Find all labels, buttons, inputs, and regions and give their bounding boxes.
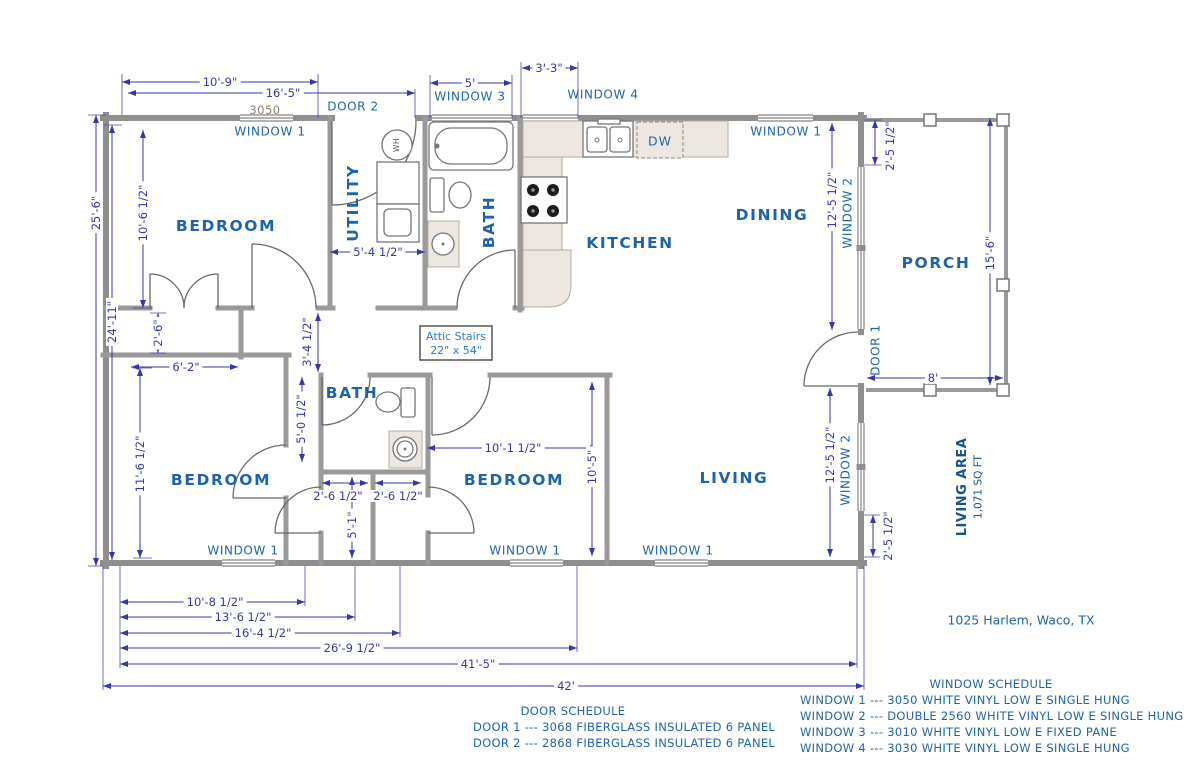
room-label-bedroom-1: BEDROOM (175, 216, 277, 235)
door-schedule-title: DOOR SCHEDULE (520, 703, 626, 718)
window-schedule-title: WINDOW SCHEDULE (929, 676, 1053, 691)
window-schedule-row: WINDOW 1 --- 3050 WHITE VINYL LOW E SING… (800, 692, 1130, 707)
window1-label-bottom-2: WINDOW 1 (489, 543, 561, 558)
dim-6-2: 6'-2" (169, 361, 203, 373)
dim-5-4-half: 5'-4 1/2" (350, 246, 406, 258)
dim-5ft: 5' (461, 77, 479, 89)
door1-label: DOOR 1 (868, 324, 883, 376)
room-label-bedroom-3: BEDROOM (463, 470, 565, 489)
dim-25-6: 25'-6" (89, 192, 103, 234)
dim-2-6-half-left: 2'-6 1/2" (310, 490, 366, 502)
window2-label-upper: WINDOW 2 (840, 177, 855, 249)
window3-label: WINDOW 3 (434, 89, 506, 104)
dim-10-6-half: 10'-6 1/2" (136, 181, 150, 245)
dim-26-9-half: 26'-9 1/2" (320, 642, 384, 654)
dim-16-4-half: 16'-4 1/2" (231, 627, 295, 639)
dishwasher-outline (636, 121, 684, 159)
dim-3-4-half: 3'-4 1/2" (299, 317, 314, 367)
windows (222, 114, 866, 567)
dim-42: 42' (554, 680, 578, 692)
room-label-bath-2: BATH (325, 383, 379, 402)
window-schedule-row: WINDOW 3 --- 3010 WHITE VINYL LOW E FIXE… (800, 724, 1117, 739)
dim-3-3: 3'-3" (532, 62, 566, 74)
dim-2-6: 2'-6" (151, 316, 165, 350)
living-area-value: 1,071 SQ FT (972, 455, 985, 519)
dim-10-9: 10'-9" (199, 76, 241, 88)
water-heater-label: WH (392, 137, 402, 153)
dim-5-0-half: 5'-0 1/2" (294, 391, 308, 447)
window-schedule-row: WINDOW 4 --- 3030 WHITE VINYL LOW E SING… (800, 740, 1130, 755)
room-label-bedroom-2: BEDROOM (170, 470, 272, 489)
window-schedule-row: WINDOW 2 --- DOUBLE 2560 WHITE VINYL LOW… (800, 708, 1184, 723)
attic-stairs-line2: 22" x 54" (430, 344, 482, 358)
dim-15-6: 15'-6" (983, 232, 997, 274)
dim-10-1-half: 10'-1 1/2" (481, 442, 545, 454)
dim-10-5: 10'-5" (585, 446, 599, 488)
room-label-kitchen: KITCHEN (586, 233, 674, 252)
window2-label-lower: WINDOW 2 (838, 434, 853, 506)
door-swings (149, 120, 859, 534)
dim-41-5: 41'-5" (457, 658, 499, 670)
fixture-dots (403, 143, 445, 451)
room-label-utility: UTILITY (343, 164, 362, 242)
window1-label-bottom-3: WINDOW 1 (642, 543, 714, 558)
room-label-bath-1: BATH (479, 195, 498, 249)
window1-label-top-right: WINDOW 1 (750, 124, 822, 139)
dim-13-6-half: 13'-6 1/2" (211, 611, 275, 623)
bath-fixtures (375, 121, 514, 462)
room-label-living: LIVING (699, 468, 769, 487)
dim-5-1: 5'-1" (345, 508, 359, 542)
dim-12-5-half-lower: 12'-5 1/2" (823, 423, 837, 487)
stove-burners (527, 137, 623, 217)
attic-stairs-box (419, 325, 493, 361)
dim-2-6-half-right: 2'-6 1/2" (370, 490, 426, 502)
porch-posts (923, 113, 1010, 397)
interior-walls (100, 115, 613, 566)
window1-label-bottom-1: WINDOW 1 (207, 543, 279, 558)
dim-2-5-half-top: 2'-5 1/2" (882, 121, 897, 171)
room-label-porch: PORCH (901, 253, 971, 272)
attic-stairs-line1: Attic Stairs (426, 330, 486, 344)
dim-16-5: 16'-5" (262, 87, 304, 99)
door-schedule-row: DOOR 2 --- 2868 FIBERGLASS INSULATED 6 P… (473, 735, 776, 750)
dim-8ft: 8' (924, 372, 942, 384)
door2-label: DOOR 2 (327, 99, 379, 114)
room-label-dining: DINING (735, 205, 809, 224)
window1-model: 3050 (249, 102, 281, 117)
window4-label: WINDOW 4 (567, 87, 639, 102)
door-schedule-row: DOOR 1 --- 3068 FIBERGLASS INSULATED 6 P… (473, 719, 776, 734)
dim-2-5-half-bottom: 2'-5 1/2" (880, 511, 895, 561)
dim-11-6-half: 11'-6 1/2" (133, 432, 147, 496)
address-text: 1025 Harlem, Waco, TX (947, 612, 1095, 628)
counters (388, 120, 729, 469)
living-area-label: LIVING AREA (955, 437, 971, 537)
dim-24-11: 24'-11" (105, 298, 119, 346)
dishwasher-label: DW (648, 133, 672, 149)
window1-label-top-left: WINDOW 1 (234, 124, 306, 139)
dim-12-5-half-upper: 12'-5 1/2" (825, 168, 839, 232)
dim-10-8-half: 10'-8 1/2" (183, 596, 247, 608)
